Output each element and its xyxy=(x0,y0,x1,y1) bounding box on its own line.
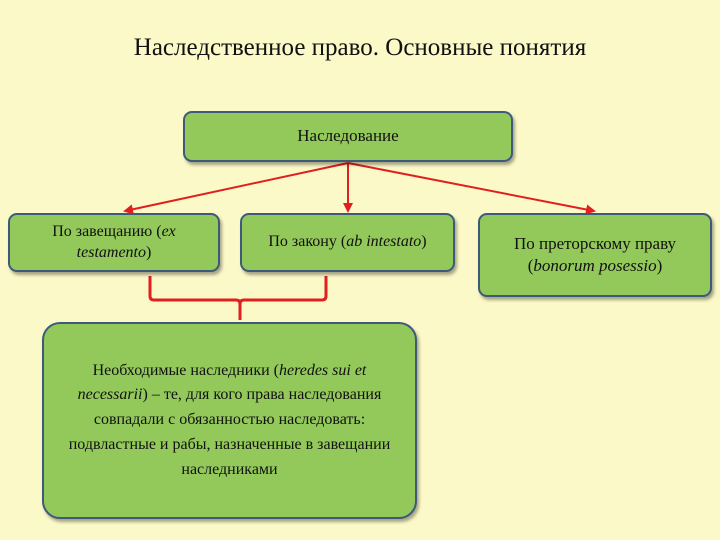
arrow-to-praetor xyxy=(347,162,596,215)
node-by-law-label: По закону (ab intestato) xyxy=(268,233,427,251)
node-by-will: По завещанию (ex testamento) xyxy=(8,213,220,272)
node-by-will-label: По завещанию (ex testamento) xyxy=(52,222,176,261)
root-node-inheritance: Наследование xyxy=(183,111,513,162)
node-praetorian-law: По преторскому праву (bonorum posessio) xyxy=(478,213,712,297)
node-necessary-heirs-label: Необходимые наследники (heredes sui et n… xyxy=(68,361,391,478)
page-title: Наследственное право. Основные понятия xyxy=(133,34,587,61)
root-node-label: Наследование xyxy=(297,126,399,146)
node-by-law: По закону (ab intestato) xyxy=(240,213,455,272)
arrow-to-will xyxy=(123,162,349,215)
brace-connector xyxy=(148,276,328,320)
node-praetorian-law-label: По преторскому праву (bonorum posessio) xyxy=(513,233,677,275)
node-necessary-heirs: Необходимые наследники (heredes sui et n… xyxy=(42,322,417,519)
